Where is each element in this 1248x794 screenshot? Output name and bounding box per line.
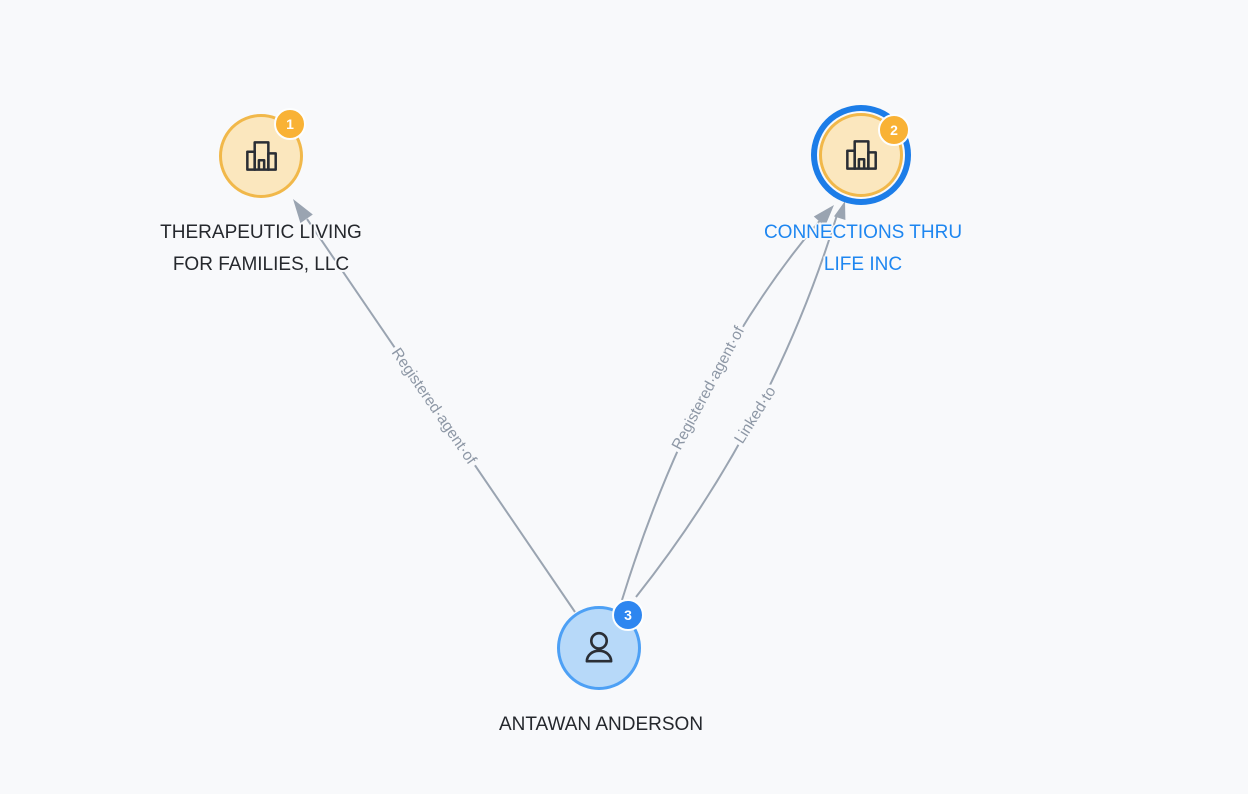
- edge-label[interactable]: Registered·agent·of: [384, 342, 483, 472]
- node-label[interactable]: CONNECTIONS THRU LIFE INC: [764, 217, 962, 281]
- edge-line[interactable]: [621, 217, 823, 601]
- node-label-line: ANTAWAN ANDERSON: [498, 714, 704, 735]
- building-icon: [846, 140, 877, 170]
- link-count-badge: 1: [274, 108, 306, 140]
- node-person-antawan-anderson[interactable]: 3: [557, 599, 644, 690]
- link-count-badge: 3: [612, 599, 644, 631]
- edge-arrowhead-icon: [834, 201, 846, 220]
- building-icon: [246, 141, 277, 171]
- edge-arrowhead-icon: [813, 205, 834, 227]
- edge-label[interactable]: Linked·to: [728, 380, 783, 450]
- node-label-line: CONNECTIONS THRU: [763, 222, 963, 243]
- node-label-line: THERAPEUTIC LIVING: [160, 222, 362, 243]
- edge-line[interactable]: [306, 218, 576, 613]
- edge-arrowhead-icon: [293, 199, 313, 224]
- node-company-connections-thru-life[interactable]: 2: [819, 113, 910, 197]
- person-icon: [585, 631, 613, 663]
- node-label[interactable]: ANTAWAN ANDERSON: [499, 709, 703, 741]
- edge-line[interactable]: [635, 214, 838, 598]
- node-company-therapeutic-living[interactable]: 1: [219, 108, 306, 198]
- link-count-badge: 2: [878, 114, 910, 146]
- node-label-line: FOR FAMILIES, LLC: [172, 254, 350, 275]
- node-label[interactable]: THERAPEUTIC LIVING FOR FAMILIES, LLC: [160, 217, 362, 281]
- node-label-line: LIFE INC: [823, 254, 903, 275]
